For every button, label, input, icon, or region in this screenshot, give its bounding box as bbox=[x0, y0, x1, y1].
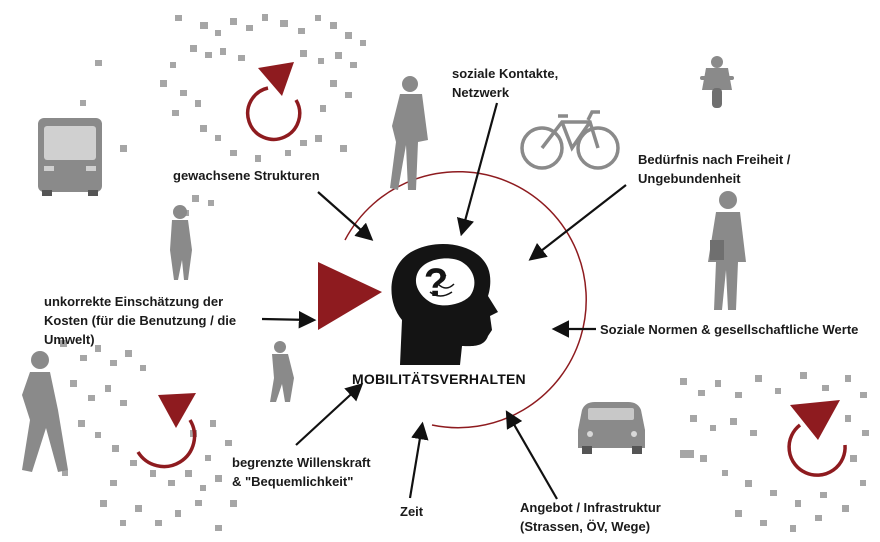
label-line: begrenzte Willenskraft bbox=[232, 455, 371, 470]
bus-icon bbox=[38, 118, 102, 196]
question-mark: ? bbox=[424, 261, 448, 305]
arrow-soziale-kontakte bbox=[456, 102, 499, 237]
label-line: (Strassen, ÖV, Wege) bbox=[520, 519, 651, 534]
arrow-willenskraft bbox=[295, 383, 364, 446]
label-line: Netzwerk bbox=[452, 85, 510, 100]
label-line: unkorrekte Einschätzung der bbox=[44, 294, 224, 309]
settlement-cluster-bottom-left bbox=[60, 340, 237, 531]
person-walking-icon bbox=[390, 76, 428, 190]
head-silhouette-icon bbox=[391, 244, 498, 365]
cycle-arrow-icon bbox=[787, 400, 847, 477]
person-walking-icon bbox=[22, 351, 68, 472]
car-icon bbox=[578, 402, 645, 454]
settlement-cluster-top bbox=[80, 14, 366, 216]
child-icon bbox=[270, 341, 294, 402]
label-line: Angebot / Infrastruktur bbox=[520, 500, 661, 515]
label-zeit: Zeit bbox=[400, 504, 424, 519]
label-freiheit: Bedürfnis nach Freiheit / Ungebundenheit bbox=[638, 150, 790, 188]
label-line: & "Bequemlichkeit" bbox=[232, 474, 354, 489]
label-normen: Soziale Normen & gesellschaftliche Werte bbox=[600, 322, 859, 337]
arrow-freiheit bbox=[528, 184, 627, 261]
businessman-icon bbox=[708, 191, 746, 310]
label-line: Umwelt) bbox=[44, 332, 95, 347]
settlement-cluster-bottom-right bbox=[680, 372, 869, 532]
woman-icon bbox=[170, 205, 192, 280]
label-kosten: unkorrekte Einschätzung der Kosten (für … bbox=[44, 292, 236, 349]
motorcycle-icon bbox=[700, 56, 734, 108]
arrow-zeit bbox=[408, 421, 429, 499]
factor-arrows bbox=[261, 102, 627, 500]
label-line: soziale Kontakte, bbox=[452, 66, 559, 81]
bicycle-icon bbox=[520, 110, 620, 170]
cycle-arrow-icon bbox=[136, 393, 197, 469]
label-line: Kosten (für die Benutzung / die bbox=[44, 313, 237, 328]
arrow-kosten bbox=[261, 310, 317, 329]
label-soziale-kontakte: soziale Kontakte, Netzwerk bbox=[452, 64, 558, 102]
cycle-arrow-icon bbox=[245, 62, 302, 142]
label-angebot: Angebot / Infrastruktur (Strassen, ÖV, W… bbox=[520, 498, 661, 536]
label-strukturen: gewachsene Strukturen bbox=[173, 168, 320, 183]
play-triangle-icon bbox=[318, 262, 382, 330]
arrow-angebot bbox=[505, 410, 558, 500]
label-willenskraft: begrenzte Willenskraft & "Bequemlichkeit… bbox=[232, 453, 371, 491]
center-title: MOBILITÄTSVERHALTEN bbox=[352, 371, 526, 387]
arrow-strukturen bbox=[317, 191, 374, 241]
label-line: Ungebundenheit bbox=[638, 171, 741, 186]
label-line: Bedürfnis nach Freiheit / bbox=[638, 152, 791, 167]
